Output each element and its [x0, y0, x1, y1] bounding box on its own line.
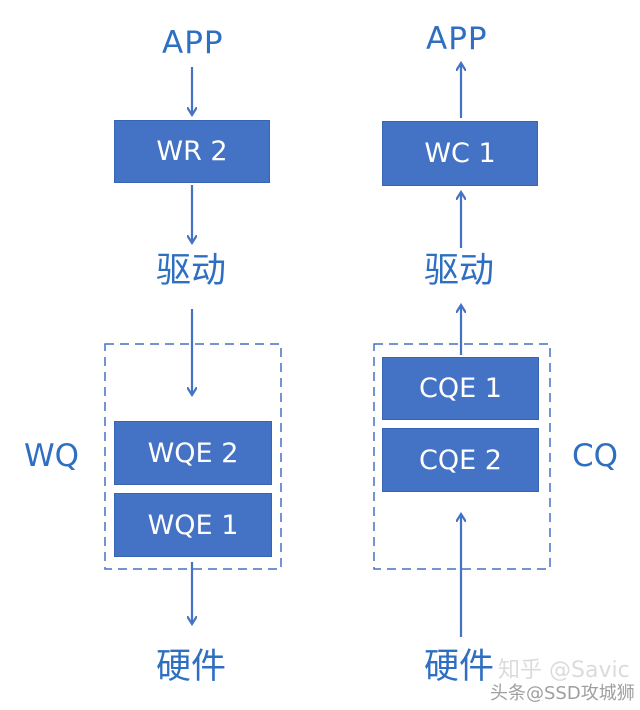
left-hardware-label: 硬件 [156, 647, 227, 687]
wqe-entry: WQE 1 [114, 493, 272, 557]
cqe-entry: CQE 2 [382, 428, 539, 492]
watermark-faint: 知乎 @Savic [498, 658, 630, 683]
left-driver-label: 驱动 [156, 251, 227, 291]
wc-box: WC 1 [382, 121, 538, 186]
wr-box: WR 2 [114, 120, 270, 183]
cqe-entry: CQE 1 [382, 357, 539, 420]
cq-label: CQ [572, 438, 619, 474]
right-driver-label: 驱动 [424, 251, 495, 291]
right-hardware-label: 硬件 [424, 647, 495, 687]
watermark-credit: 头条@SSD攻城狮 [490, 683, 635, 704]
right-app-label: APP [426, 21, 488, 57]
left-app-label: APP [162, 25, 224, 61]
wq-label: WQ [24, 438, 80, 474]
wqe-entry: WQE 2 [114, 421, 272, 485]
